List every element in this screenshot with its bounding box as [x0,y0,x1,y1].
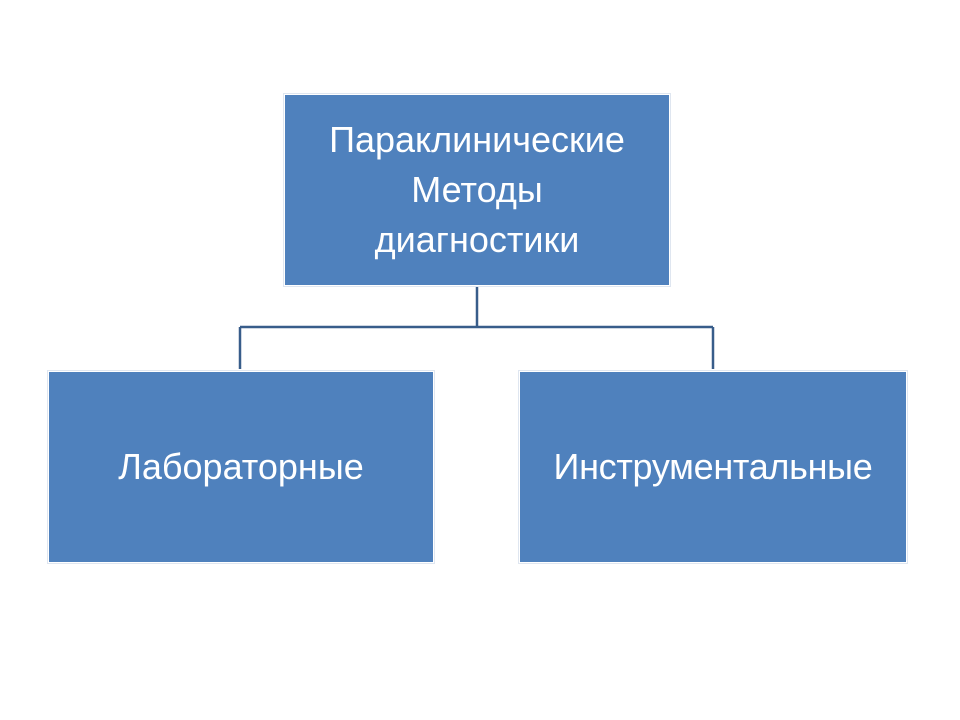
root-node-label: Параклинические Методы диагностики [329,119,625,260]
child-node-instrumental: Инструментальные [518,370,908,564]
child-node-laboratory: Лабораторные [47,370,435,564]
instrumental-node-label: Инструментальные [553,446,873,487]
laboratory-node-label: Лабораторные [118,446,364,487]
root-node-paraclinical-methods: Параклинические Методы диагностики [283,93,671,287]
